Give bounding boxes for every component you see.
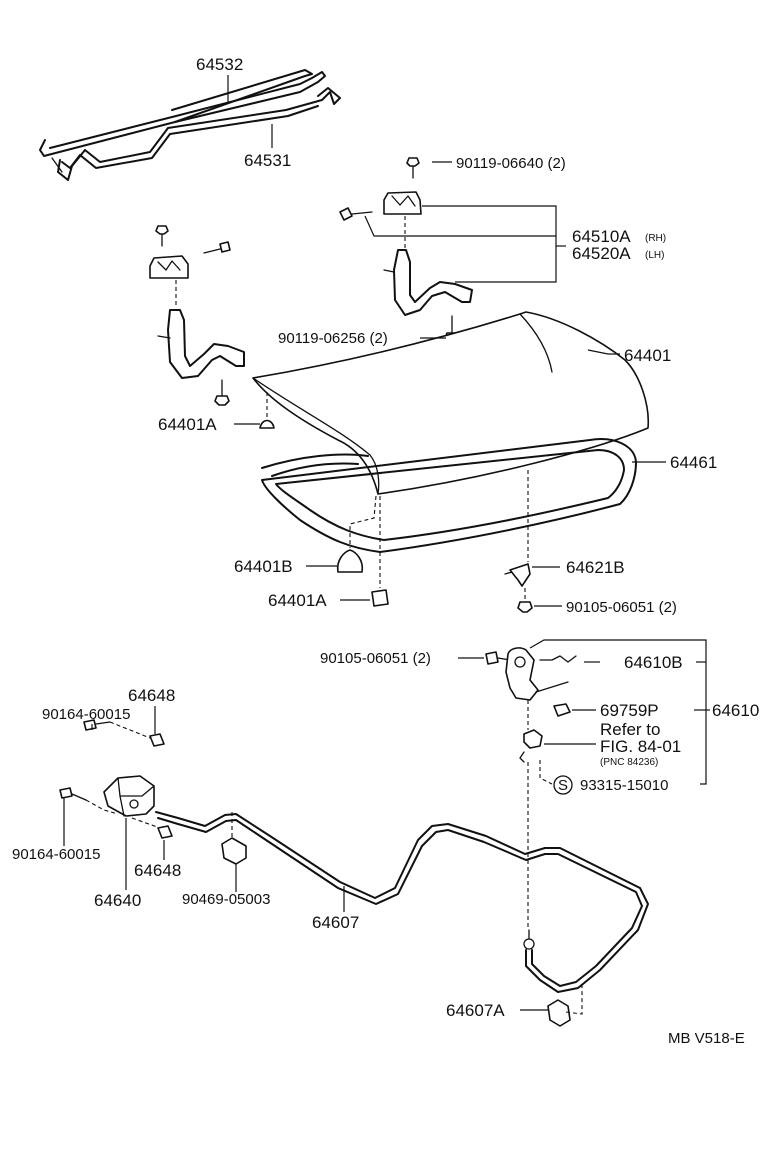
label-64520A: 64520A (572, 244, 631, 263)
label-69759P: 69759P (600, 701, 659, 720)
s-symbol-circle (553, 775, 573, 795)
label-90164-60015-bottom: 90164-60015 (12, 846, 100, 863)
label-64532: 64532 (196, 55, 243, 74)
lid-opener-lever[interactable] (103, 775, 155, 817)
lock-assembly[interactable] (485, 647, 577, 930)
lid-bumper[interactable] (371, 589, 389, 607)
label-90119-06256: 90119-06256 (2) (278, 330, 388, 347)
label-64461: 64461 (670, 453, 717, 472)
label-64520A-side: (LH) (645, 250, 664, 261)
label-64510A-side: (RH) (645, 233, 666, 244)
label-64401: 64401 (624, 346, 671, 365)
opener-clip-top[interactable] (149, 733, 165, 747)
label-64531: 64531 (244, 151, 291, 170)
label-90119-06640: 90119-06640 (2) (456, 155, 566, 172)
label-90164-60015-top: 90164-60015 (42, 706, 130, 723)
opener-bolt-top[interactable] (83, 719, 97, 731)
cable-clamp[interactable] (221, 837, 247, 865)
lock-striker[interactable] (504, 563, 531, 587)
label-fig-84-01: FIG. 84-01 (600, 737, 681, 756)
label-64401B: 64401B (234, 557, 293, 576)
label-s-symbol: S (558, 777, 568, 794)
torsion-bar-assembly[interactable] (39, 69, 341, 181)
label-90469-05003: 90469-05003 (182, 891, 270, 908)
label-64607: 64607 (312, 913, 359, 932)
trunk-lid[interactable] (252, 311, 650, 495)
label-64610B: 64610B (624, 653, 683, 672)
label-64401A-bottom: 64401A (268, 591, 327, 610)
label-90105-06051-left: 90105-06051 (2) (320, 650, 431, 667)
label-pnc-84236: (PNC 84236) (600, 757, 658, 768)
cable-end-bracket[interactable] (547, 999, 571, 1027)
left-hinge-assembly[interactable] (149, 225, 245, 406)
label-64648-bottom: 64648 (134, 861, 181, 880)
label-93315-15010: 93315-15010 (580, 777, 668, 794)
label-64510A: 64510A (572, 227, 631, 246)
striker-bolt[interactable] (517, 601, 533, 613)
opener-clip-bottom[interactable] (157, 825, 173, 839)
label-64621B: 64621B (566, 558, 625, 577)
lid-cushion-bottom[interactable] (336, 549, 364, 573)
label-64401A-top: 64401A (158, 415, 217, 434)
right-hinge-assembly[interactable] (339, 157, 473, 344)
label-64607A: 64607A (446, 1001, 505, 1020)
label-refer-to: Refer to (600, 720, 660, 739)
diagram-code: MB V518-E (668, 1030, 745, 1047)
label-90105-06051-right: 90105-06051 (2) (566, 599, 677, 616)
lid-release-cable[interactable] (155, 811, 649, 993)
label-64648-top: 64648 (128, 686, 175, 705)
lid-cushion-top[interactable] (259, 419, 275, 429)
label-64640: 64640 (94, 891, 141, 910)
label-64610: 64610 (712, 701, 759, 720)
opener-bolt-left[interactable] (59, 787, 73, 799)
